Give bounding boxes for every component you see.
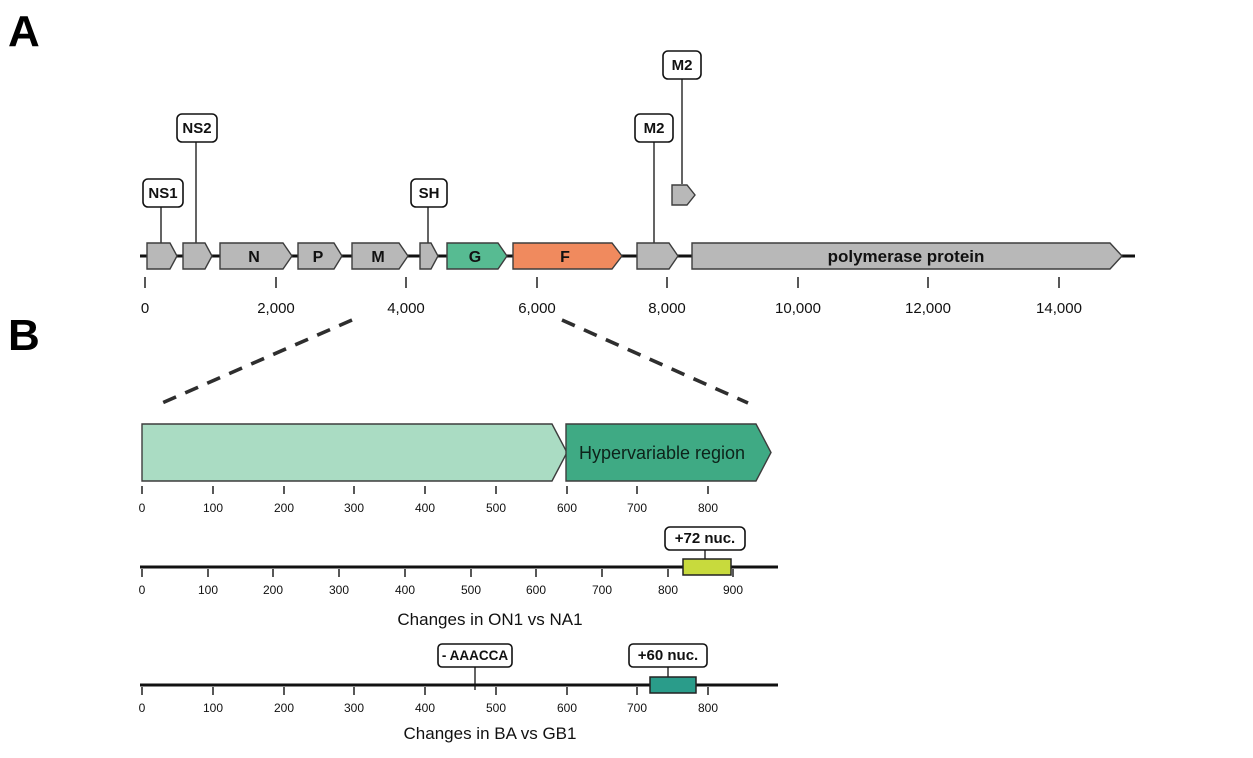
axis-tick-label: 500 — [486, 701, 506, 715]
axis-tick-label: 600 — [557, 701, 577, 715]
axis-tick-label: 100 — [203, 501, 223, 515]
axis-tick-label: 14,000 — [1036, 300, 1082, 317]
ba-deletion-label: - AAACCA — [442, 648, 508, 663]
on1-axis-ticks: 0 100 200 300 400 500 600 700 800 900 — [139, 569, 743, 597]
on1-insertion-box — [682, 558, 732, 576]
ba-track: - AAACCA +60 nuc. 0 100 200 300 400 500 … — [139, 643, 778, 743]
axis-tick-label: 2,000 — [257, 300, 295, 317]
axis-tick-label: 600 — [526, 583, 546, 597]
axis-tick-label: 800 — [698, 701, 718, 715]
axis-tick-label: 6,000 — [518, 300, 556, 317]
gene-f-label: F — [560, 249, 570, 266]
gene-n-label: N — [248, 249, 260, 266]
axis-tick-label: 10,000 — [775, 300, 821, 317]
axis-tick-label: 900 — [723, 583, 743, 597]
zoom-guide-right — [561, 318, 749, 405]
axis-tick-label: 100 — [203, 701, 223, 715]
axis-tick-label: 300 — [344, 501, 364, 515]
ba-insertion-label: +60 nuc. — [638, 647, 698, 664]
on1-track: +72 nuc. 0 100 200 300 400 500 600 700 8… — [139, 526, 778, 629]
gene-m-label: M — [371, 249, 384, 266]
m2-lower-callout-label: M2 — [644, 120, 665, 137]
ba-insertion-box — [649, 676, 697, 694]
axis-tick-label: 12,000 — [905, 300, 951, 317]
gene-ns2-arrow — [182, 242, 213, 270]
axis-tick-label: 800 — [658, 583, 678, 597]
axis-tick-label: 0 — [139, 583, 146, 597]
m2-upper-callout-box — [662, 50, 702, 80]
gene-polymerase-arrow — [691, 242, 1123, 270]
axis-tick-label: 200 — [274, 501, 294, 515]
zoom-panel: Hypervariable region 0 100 200 300 400 5… — [139, 318, 772, 515]
zoom-guide-left — [161, 318, 353, 405]
zoom-axis-ticks: 0 100 200 300 400 500 600 700 800 — [139, 486, 718, 515]
axis-tick-label: 400 — [415, 701, 435, 715]
axis-tick-label: 4,000 — [387, 300, 425, 317]
axis-tick-label: 800 — [698, 501, 718, 515]
axis-tick-label: 700 — [592, 583, 612, 597]
gene-n-arrow — [219, 242, 293, 270]
m2-upper-callout-label: M2 — [672, 57, 693, 74]
ns2-callout-box — [176, 113, 218, 143]
genome-axis-ticks: 0 2,000 4,000 6,000 8,000 10,000 12,000 … — [141, 277, 1082, 317]
axis-tick-label: 200 — [263, 583, 283, 597]
g-gene-body-arrow — [141, 423, 568, 482]
axis-tick-label: 300 — [344, 701, 364, 715]
gene-sh-arrow — [419, 242, 439, 270]
axis-tick-label: 700 — [627, 501, 647, 515]
on1-insertion-label: +72 nuc. — [675, 530, 735, 547]
ns1-callout-box — [142, 178, 184, 208]
gene-p-label: P — [313, 249, 324, 266]
axis-tick-label: 100 — [198, 583, 218, 597]
axis-tick-label: 700 — [627, 701, 647, 715]
ba-axis-ticks: 0 100 200 300 400 500 600 700 800 — [139, 687, 718, 715]
axis-tick-label: 500 — [486, 501, 506, 515]
hypervariable-region-label: Hypervariable region — [579, 443, 745, 463]
panel-a-label: A — [8, 7, 40, 56]
panel-b-label: B — [8, 311, 40, 360]
axis-tick-label: 400 — [395, 583, 415, 597]
axis-tick-label: 600 — [557, 501, 577, 515]
axis-tick-label: 0 — [141, 300, 149, 317]
gene-m2-2-arrow — [671, 184, 696, 206]
axis-tick-label: 0 — [139, 701, 146, 715]
axis-tick-label: 8,000 — [648, 300, 686, 317]
gene-m-arrow — [351, 242, 409, 270]
hypervariable-region-arrow — [565, 423, 772, 482]
sh-callout-label: SH — [419, 185, 440, 202]
gene-g-label: G — [469, 249, 481, 266]
axis-tick-label: 200 — [274, 701, 294, 715]
gene-polymerase-label: polymerase protein — [828, 247, 985, 266]
gene-g-arrow — [446, 242, 508, 270]
axis-tick-label: 0 — [139, 501, 146, 515]
gene-f-arrow — [512, 242, 623, 270]
axis-tick-label: 500 — [461, 583, 481, 597]
sh-callout-box — [410, 178, 448, 208]
axis-tick-label: 300 — [329, 583, 349, 597]
genome-map: N P M G F polymerase protein NS1 NS2 SH … — [140, 50, 1135, 317]
axis-tick-label: 400 — [415, 501, 435, 515]
gene-ns1-arrow — [146, 242, 178, 270]
ba-track-caption: Changes in BA vs GB1 — [404, 724, 577, 743]
gene-p-arrow — [297, 242, 343, 270]
on1-track-caption: Changes in ON1 vs NA1 — [397, 610, 582, 629]
ns1-callout-label: NS1 — [148, 185, 177, 202]
ns2-callout-label: NS2 — [182, 120, 211, 137]
m2-lower-callout-box — [634, 113, 674, 143]
gene-m2-arrow — [636, 242, 679, 270]
